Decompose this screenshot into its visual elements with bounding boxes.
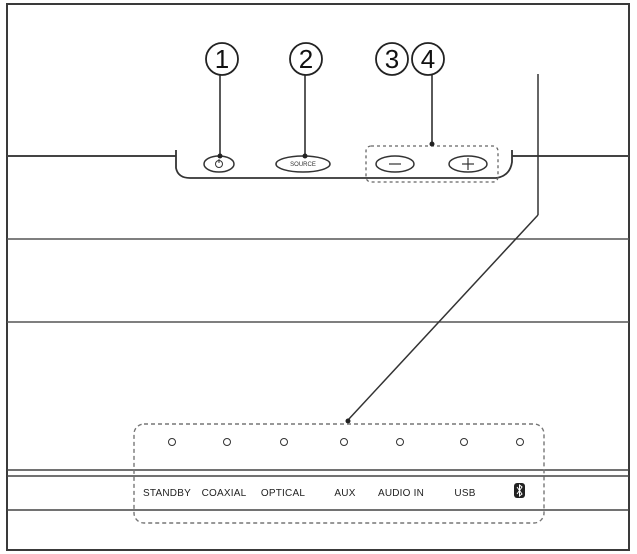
- indicator-standby: STANDBY: [143, 438, 191, 499]
- callout-number: 4: [421, 44, 435, 74]
- indicator-usb: USB: [454, 438, 476, 499]
- callout-3: 3: [375, 42, 409, 76]
- leader-dot: [345, 418, 351, 424]
- led-dot: [516, 438, 524, 446]
- led-dot: [340, 438, 348, 446]
- indicator-audio-in: AUDIO IN: [378, 438, 424, 499]
- led-dot: [460, 438, 468, 446]
- indicator-label: USB: [454, 488, 475, 499]
- leader-dot: [429, 141, 435, 147]
- volume-up-button[interactable]: [448, 155, 488, 173]
- indicator-label: STANDBY: [143, 488, 191, 499]
- led-dot: [168, 438, 176, 446]
- leader-dot: [302, 153, 308, 159]
- callout-4: 4: [411, 42, 445, 147]
- indicator-label: AUDIO IN: [378, 488, 424, 499]
- led-dot: [280, 438, 288, 446]
- indicator-panel: [133, 423, 545, 524]
- led-dot: [396, 438, 404, 446]
- plus-icon: [462, 158, 474, 170]
- control-panel: [175, 150, 513, 179]
- callout-number: 1: [215, 44, 229, 74]
- diagram-frame: [6, 3, 630, 551]
- indicator-aux: AUX: [334, 438, 356, 499]
- power-button[interactable]: [203, 155, 235, 173]
- indicator-label: COAXIAL: [202, 488, 247, 499]
- indicator-optical: OPTICAL: [261, 438, 305, 499]
- source-button[interactable]: SOURCE: [275, 155, 331, 173]
- callout-2: 2: [289, 42, 323, 159]
- indicator-label: AUX: [334, 488, 355, 499]
- led-dot: [223, 438, 231, 446]
- indicator-bluetooth: [514, 438, 525, 498]
- source-button-label: SOURCE: [290, 162, 316, 168]
- bluetooth-icon: [514, 483, 525, 498]
- leader-dot: [217, 153, 223, 159]
- indicator-coaxial: COAXIAL: [202, 438, 247, 499]
- volume-down-button[interactable]: [375, 155, 415, 173]
- callout-1: 1: [205, 42, 239, 159]
- callout-number: 2: [299, 44, 313, 74]
- callout-number: 3: [385, 44, 399, 74]
- indicator-label: OPTICAL: [261, 488, 305, 499]
- indicator-leader: [345, 74, 539, 424]
